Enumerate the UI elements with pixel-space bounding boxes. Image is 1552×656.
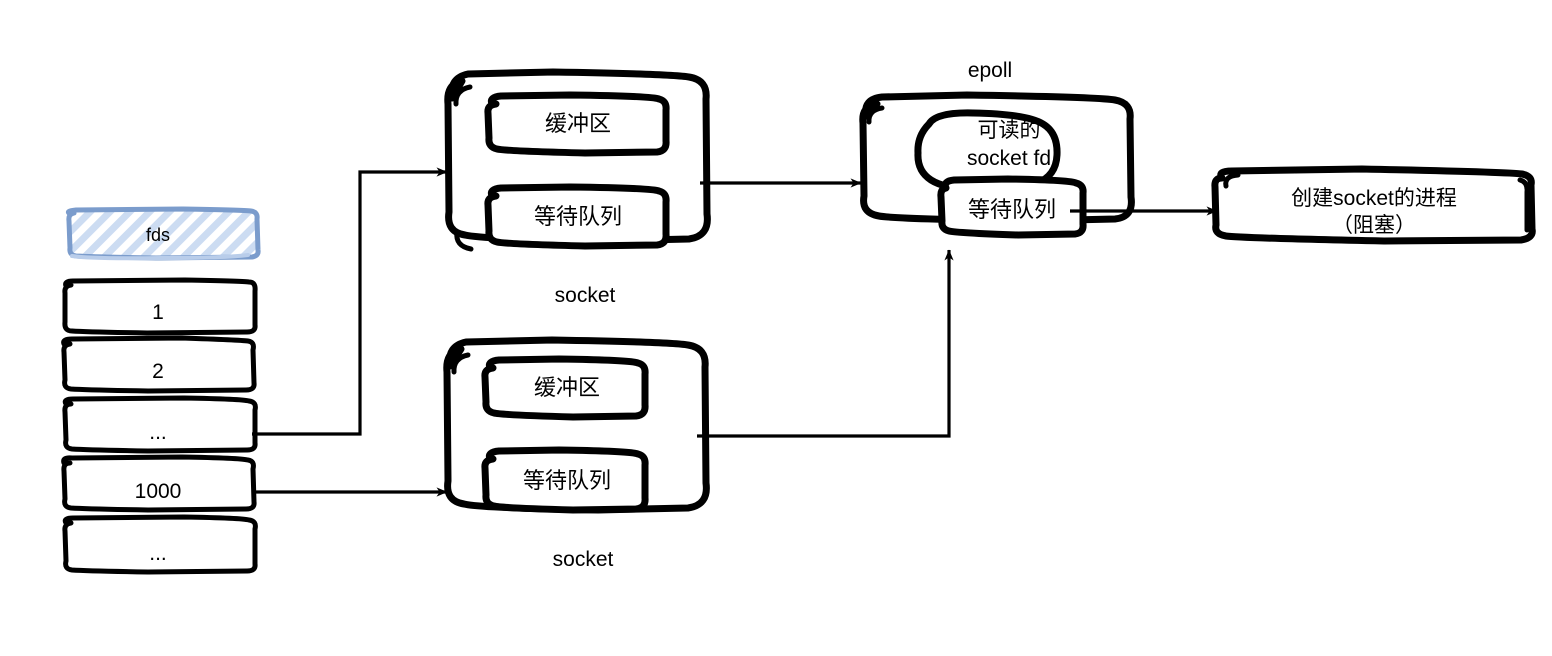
socket-1-buffer-box (484, 91, 670, 157)
socket-1-buffer-node[interactable] (488, 95, 668, 155)
connectors (252, 167, 1218, 497)
fds-row-dots-lower[interactable] (63, 517, 257, 578)
fds-header (66, 206, 261, 261)
epoll-wait-queue-box (937, 175, 1087, 239)
socket-1-wait-queue-box (484, 183, 670, 250)
socket-2-wait-queue-node[interactable] (486, 450, 648, 514)
fds-row-box (62, 514, 258, 575)
fds-rows (61, 277, 258, 575)
process-box (1211, 165, 1536, 245)
fds-row-box (61, 454, 257, 513)
fds-row-box (61, 335, 257, 394)
fds-row-2[interactable] (63, 337, 257, 396)
socket-2-buffer-node[interactable] (486, 359, 648, 419)
process-node[interactable] (1218, 169, 1530, 243)
fds-row-box (62, 277, 258, 336)
epoll-readable-fd-node[interactable] (917, 112, 1084, 190)
fds-row-dots-upper[interactable] (63, 397, 257, 456)
fds-row-1000[interactable] (63, 457, 257, 516)
socket-1-wait-queue-node[interactable] (488, 187, 668, 249)
fds-row-box (62, 395, 258, 454)
socket-2-buffer-box (481, 355, 649, 421)
epoll-wait-queue-node[interactable] (942, 180, 1082, 242)
fds-row-1[interactable] (63, 278, 257, 336)
fds-header-node[interactable] (63, 208, 257, 260)
socket-2-wait-queue-box (481, 446, 649, 514)
arrow-fds-dots-to-socket1 (252, 167, 448, 436)
arrow-socket2-to-epoll-waitqueue (697, 249, 954, 438)
